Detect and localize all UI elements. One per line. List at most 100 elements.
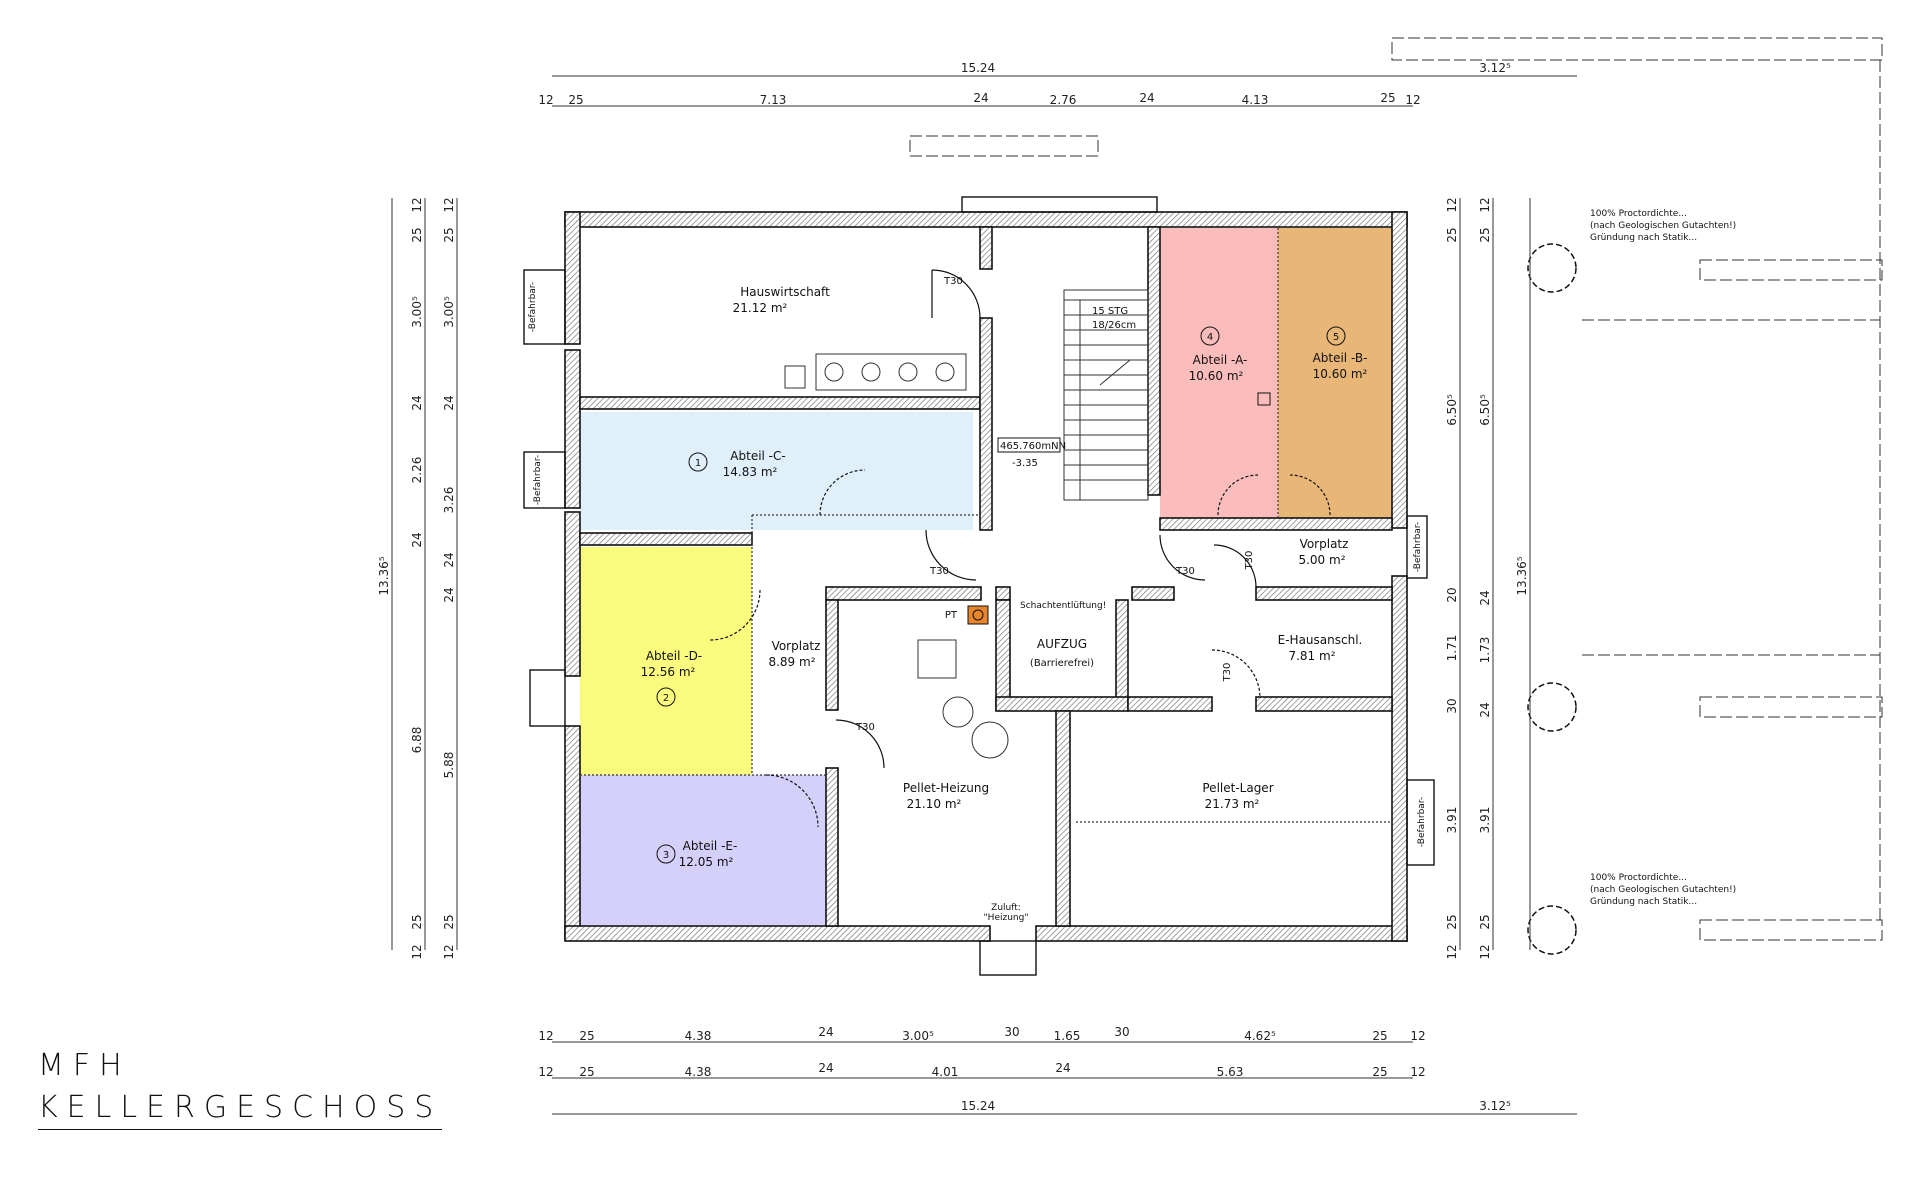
room-abteil-e-area: 12.05 m² (679, 855, 734, 869)
right1-dim-5: 30 (1445, 698, 1459, 713)
right2-dim-4: 1.73 (1478, 637, 1492, 664)
abteil-d-number: 2 (663, 693, 669, 704)
bottom2-dim-1: 25 (579, 1065, 594, 1079)
bottom2-dim-4: 4.01 (932, 1065, 959, 1079)
top-dim-0: 12 (538, 93, 553, 107)
proctor-note-2-line3: Gründung nach Statik... (1590, 897, 1697, 907)
abteil-a-number-icon (1200, 326, 1220, 346)
left2-dim-8: 12 (442, 944, 456, 959)
abteil-b-fill (1278, 228, 1392, 518)
left2-dim-0: 12 (442, 197, 456, 212)
right2-dim-7: 25 (1478, 914, 1492, 929)
title-line-1: MFH (38, 1048, 131, 1083)
room-vorplatz-right-area: 5.00 m² (1298, 553, 1345, 567)
door-label-t30-2: T30 (929, 566, 949, 577)
befahrbar-label-1: -Befahrbar- (528, 282, 538, 332)
room-hauswirtschaft-area: 21.12 m² (733, 301, 788, 315)
room-vorplatz-left-name: Vorplatz (772, 639, 821, 653)
pt-label: PT (945, 610, 958, 621)
level-nn: 465.760mNN (1000, 441, 1066, 452)
abteil-e-number: 3 (663, 850, 669, 861)
room-hauswirtschaft-name: Hauswirtschaft (740, 285, 830, 299)
bottom1-dim-0: 12 (538, 1029, 553, 1043)
abteil-a-number: 4 (1207, 332, 1213, 343)
room-e-hausanschl-name: E-Hausanschl. (1278, 633, 1363, 647)
level-value: -3.35 (1012, 458, 1038, 469)
walls (564, 211, 1408, 942)
left1-dim-3: 24 (410, 395, 424, 410)
proctor-note-2-line2: (nach Geologischen Gutachten!) (1590, 885, 1736, 895)
room-vorplatz-right-name: Vorplatz (1300, 537, 1349, 551)
bottom-overall-right-dim: 3.12⁵ (1479, 1099, 1511, 1113)
door-label-t30-4: T30 (855, 722, 875, 733)
befahrbar-label-3: -Befahrbar- (1413, 522, 1423, 572)
left2-dim-7: 25 (442, 914, 456, 929)
abteil-b-number: 5 (1333, 332, 1339, 343)
room-pellet-lager-name: Pellet-Lager (1202, 781, 1273, 795)
right1-dim-0: 12 (1445, 197, 1459, 212)
door-label-t30-6: T30 (1222, 663, 1233, 683)
left2-dim-4: 3.26 (442, 487, 456, 514)
top-overall-dim: 15.24 (961, 61, 995, 75)
left2-dim-1: 25 (442, 227, 456, 242)
top-dim-4: 2.76 (1050, 93, 1077, 107)
right1-dim-3: 20 (1445, 587, 1459, 602)
top-overall-right-dim: 3.12⁵ (1479, 61, 1511, 75)
room-abteil-c-name: Abteil -C- (730, 449, 785, 463)
bottom1-dim-1: 25 (579, 1029, 594, 1043)
left1-dim-7: 6.88 (410, 727, 424, 754)
left2-dim-5: 24 (442, 552, 456, 567)
top-dim-5: 24 (1139, 91, 1154, 105)
befahrbar-label-2: -Befahrbar- (533, 455, 543, 505)
room-abteil-b-name: Abteil -B- (1313, 351, 1368, 365)
bottom1-dim-9: 25 (1372, 1029, 1387, 1043)
left1-dim-1: 25 (410, 227, 424, 242)
room-abteil-d-name: Abteil -D- (646, 649, 702, 663)
right-total-dim: 13.36⁵ (1515, 556, 1529, 595)
title-line-2: KELLERGESCHOSS (38, 1090, 443, 1130)
flue-icon (972, 609, 984, 621)
bottom1-dim-2: 4.38 (685, 1029, 712, 1043)
bottom2-dim-0: 12 (538, 1065, 553, 1079)
pillar-icon (1257, 392, 1271, 406)
bottom2-dim-7: 25 (1372, 1065, 1387, 1079)
bottom2-dim-6: 5.63 (1217, 1065, 1244, 1079)
left2-dim-3: 24 (442, 395, 456, 410)
top-dim-8: 12 (1405, 93, 1420, 107)
pt-marker-icon (967, 605, 989, 625)
door-label-t30-5: T30 (1244, 551, 1255, 571)
bottom-overall-dim: 15.24 (961, 1099, 995, 1113)
schacht-label: Schachtentlüftung! (1020, 601, 1106, 611)
befahrbar-label-4: -Befahrbar- (1417, 797, 1427, 847)
abteil-d-number-icon (656, 687, 676, 707)
abteil-e-number-icon (656, 844, 676, 864)
top-dim-6: 4.13 (1242, 93, 1269, 107)
right1-dim-6: 3.91 (1445, 807, 1459, 834)
right2-dim-1: 25 (1478, 227, 1492, 242)
right1-dim-1: 25 (1445, 227, 1459, 242)
left-total-dim: 13.36⁵ (377, 556, 391, 595)
bottom2-dim-3: 24 (818, 1061, 833, 1075)
right2-dim-6: 3.91 (1478, 807, 1492, 834)
door-label-t30-1: T30 (943, 276, 963, 287)
room-aufzug-sub: (Barrierefrei) (1030, 658, 1094, 669)
dim-lines (391, 75, 1577, 1115)
room-vorplatz-left-area: 8.89 m² (768, 655, 815, 669)
right1-dim-4: 1.71 (1445, 635, 1459, 662)
right1-dim-2: 6.50⁵ (1445, 394, 1459, 426)
bottom2-dim-5: 24 (1055, 1061, 1070, 1075)
room-abteil-d-area: 12.56 m² (641, 665, 696, 679)
level-box (997, 437, 1061, 453)
abteil-c-number: 1 (695, 458, 701, 469)
left1-dim-9: 12 (410, 944, 424, 959)
room-abteil-a-area: 10.60 m² (1189, 369, 1244, 383)
appliances (784, 353, 1009, 759)
bottom2-dim-2: 4.38 (685, 1065, 712, 1079)
room-pellet-lager-area: 21.73 m² (1205, 797, 1260, 811)
right2-dim-2: 6.50⁵ (1478, 394, 1492, 426)
proctor-note-1-line2: (nach Geologischen Gutachten!) (1590, 221, 1736, 231)
proctor-note-2-line1: 100% Proctordichte... (1590, 873, 1687, 883)
room-abteil-b-area: 10.60 m² (1313, 367, 1368, 381)
dotted-partitions (580, 228, 1392, 823)
